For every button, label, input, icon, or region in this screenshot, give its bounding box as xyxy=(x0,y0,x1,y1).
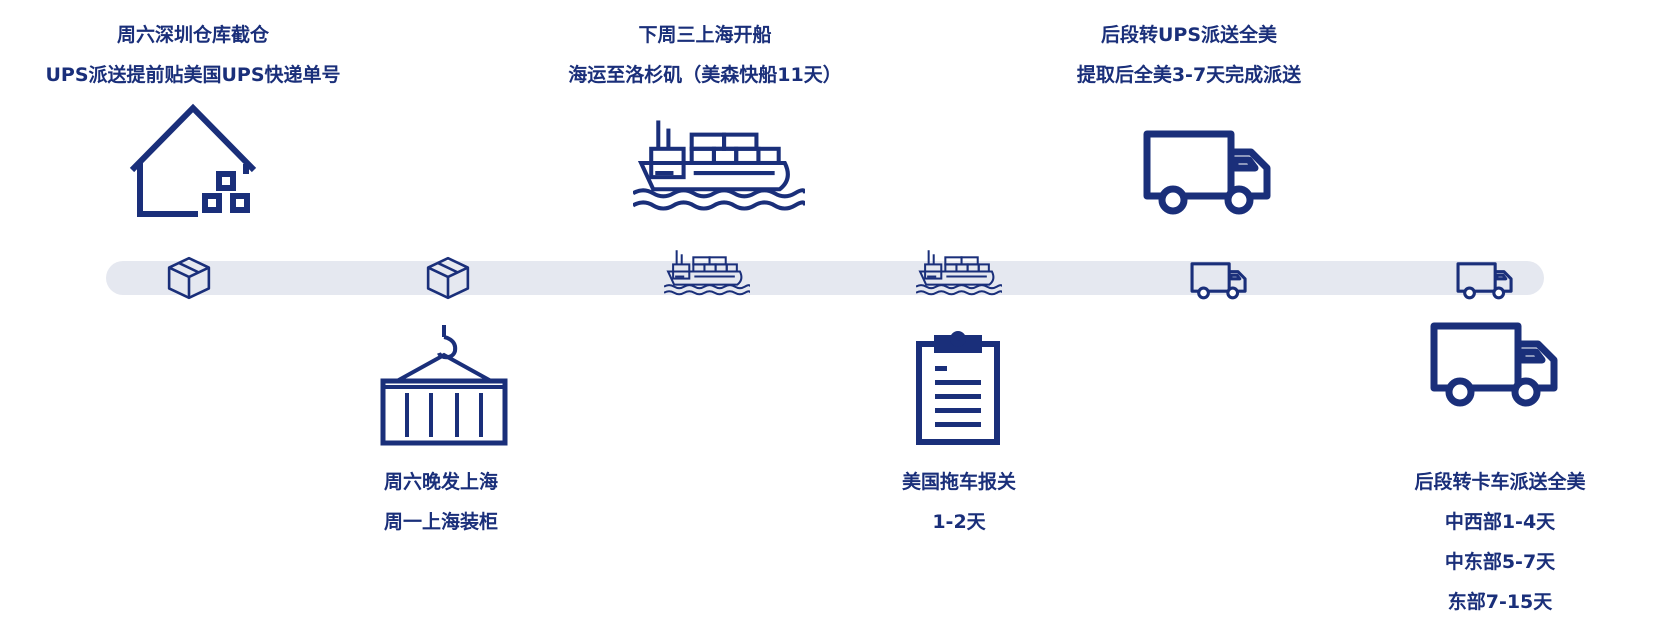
ship-icon xyxy=(916,250,1002,296)
label-line: 中东部5-7天 xyxy=(1444,551,1556,573)
label-line: 周六晚发上海 xyxy=(383,471,499,493)
ship-icon xyxy=(664,250,750,296)
step-warehouse-label: 周六深圳仓库截仓 UPS派送提前贴美国UPS快递单号 xyxy=(45,15,340,95)
label-line: 中西部1-4天 xyxy=(1444,511,1556,533)
package-icon xyxy=(166,255,212,301)
clipboard-icon xyxy=(915,331,1001,446)
label-line: 下周三上海开船 xyxy=(638,24,772,46)
label-line: 海运至洛杉矶（美森快船11天） xyxy=(568,64,842,86)
delivery-truck-icon xyxy=(1430,322,1560,408)
step-ups-label: 后段转UPS派送全美 提取后全美3-7天完成派送 xyxy=(1077,15,1301,95)
label-line: 东部7-15天 xyxy=(1447,591,1553,613)
label-line: 周六深圳仓库截仓 xyxy=(116,24,270,46)
label-line: 提取后全美3-7天完成派送 xyxy=(1076,64,1302,86)
label-line: 1-2天 xyxy=(932,511,986,533)
delivery-truck-icon xyxy=(1143,130,1273,216)
step-container-label: 周六晚发上海 周一上海装柜 xyxy=(384,462,498,542)
step-truck-label: 后段转卡车派送全美 中西部1-4天 中东部5-7天 东部7-15天 xyxy=(1414,462,1585,622)
package-icon xyxy=(425,255,471,301)
label-line: 周一上海装柜 xyxy=(383,511,499,533)
label-line: 后段转UPS派送全美 xyxy=(1100,24,1278,46)
container-crane-icon xyxy=(380,325,508,446)
truck-icon xyxy=(1456,262,1514,300)
timeline-track xyxy=(106,261,1544,295)
step-ship-label: 下周三上海开船 海运至洛杉矶（美森快船11天） xyxy=(568,15,841,95)
cargo-ship-icon xyxy=(633,120,805,212)
step-customs-label: 美国拖车报关 1-2天 xyxy=(902,462,1016,542)
label-line: 美国拖车报关 xyxy=(901,471,1017,493)
label-line: UPS派送提前贴美国UPS快递单号 xyxy=(45,64,341,86)
label-line: 后段转卡车派送全美 xyxy=(1414,471,1586,493)
truck-icon xyxy=(1190,262,1248,300)
warehouse-icon xyxy=(128,103,258,220)
